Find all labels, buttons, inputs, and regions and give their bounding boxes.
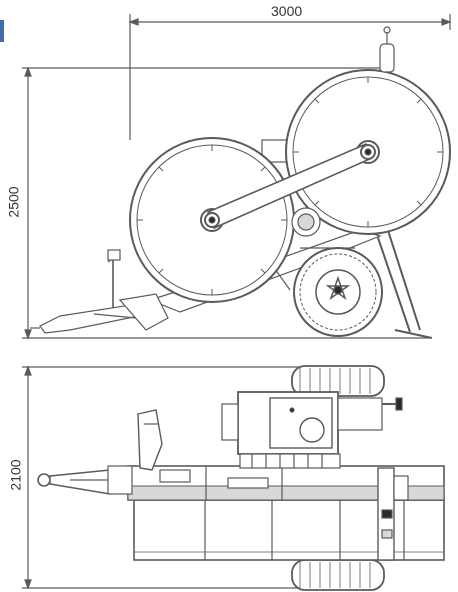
top-view-width-label: 2100	[7, 459, 24, 491]
top-mast	[379, 26, 395, 73]
top-view-drawbar	[37, 465, 133, 495]
corner-mark	[0, 20, 4, 42]
center-hub	[291, 207, 321, 237]
connecting-arm	[204, 142, 376, 230]
top-view-lower-tire	[291, 559, 385, 591]
side-view-machine	[30, 26, 451, 339]
tow-drawbar	[30, 249, 169, 334]
dimension-line-top-view	[22, 365, 300, 590]
height-dimension-label: 2500	[5, 186, 22, 218]
dimension-lines-side-view	[22, 14, 452, 340]
width-dimension-label: 3000	[271, 3, 303, 19]
support-leg	[371, 217, 433, 339]
right-bracket	[377, 467, 409, 561]
deck-post	[137, 409, 163, 471]
top-view-machine	[37, 365, 445, 591]
top-view-drum-bodies	[133, 499, 445, 561]
engine-housing	[221, 391, 403, 469]
road-wheel	[293, 247, 383, 337]
